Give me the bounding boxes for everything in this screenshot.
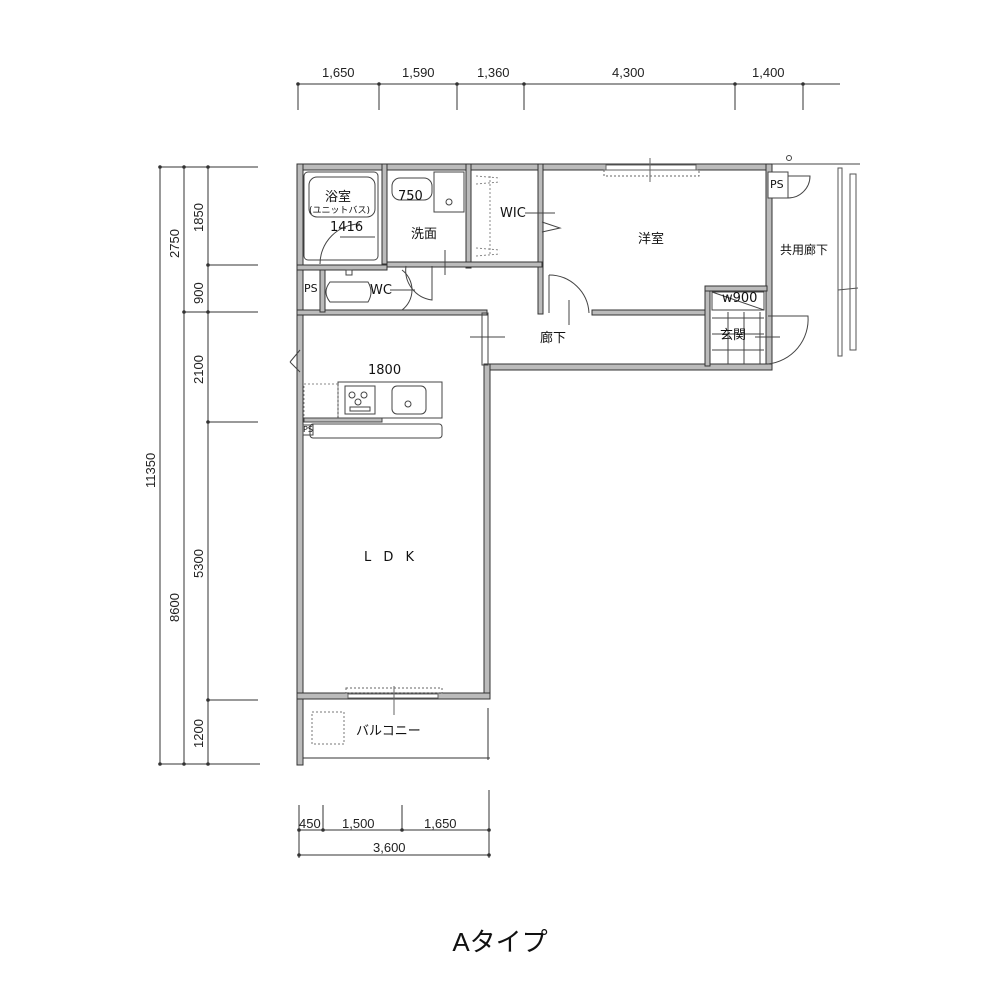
left-dimension-1200: 1200 [191, 719, 206, 748]
room-label-wc: WC [370, 283, 392, 298]
top-dimension-5: 1,400 [752, 65, 785, 80]
left-dimension-2750: 2750 [167, 229, 182, 258]
left-dimension-2100: 2100 [191, 355, 206, 384]
room-label-bath-type: (ユニットバス) [309, 206, 371, 216]
bottom-dimension-450: 450 [299, 816, 321, 831]
bottom-dimension-total: 3,600 [373, 840, 406, 855]
room-label-bath: 浴室 [325, 190, 352, 205]
room-label-wic: WIC [500, 206, 526, 221]
kitchen-width-label: 1800 [368, 363, 402, 378]
top-dimension-2: 1,590 [402, 65, 435, 80]
left-dimension-1850: 1850 [191, 203, 206, 232]
room-label-entrance: 玄関 [720, 328, 747, 343]
left-dimension-900: 900 [191, 282, 206, 304]
room-label-washroom: 洗面 [411, 227, 438, 242]
vanity-width-label: 750 [398, 189, 423, 204]
room-label-ldk: L D K [364, 550, 419, 565]
top-dimension-3: 1,360 [477, 65, 510, 80]
top-dimension-4: 4,300 [612, 65, 645, 80]
left-dimension-5300: 5300 [191, 549, 206, 578]
left-dimension-8600: 8600 [167, 593, 182, 622]
bottom-dimension-1500: 1,500 [342, 816, 375, 831]
ps-label-kitchen: PS [303, 425, 313, 434]
left-dimension-total: 11350 [143, 452, 158, 488]
ps-label-top: PS [770, 178, 784, 191]
room-label-common-corridor: 共用廊下 [780, 243, 829, 257]
bath-size-label: 1416 [330, 220, 364, 235]
bottom-dimension-1650: 1,650 [424, 816, 457, 831]
ps-label-wc: PS [304, 282, 318, 295]
shoe-closet-label: w900 [722, 291, 758, 306]
plan-type-title: Aタイプ [452, 927, 548, 957]
room-label-hallway: 廊下 [540, 331, 567, 346]
room-label-western-room: 洋室 [638, 232, 665, 247]
top-dimension-1: 1,650 [322, 65, 355, 80]
room-label-balcony: バルコニー [356, 724, 421, 739]
